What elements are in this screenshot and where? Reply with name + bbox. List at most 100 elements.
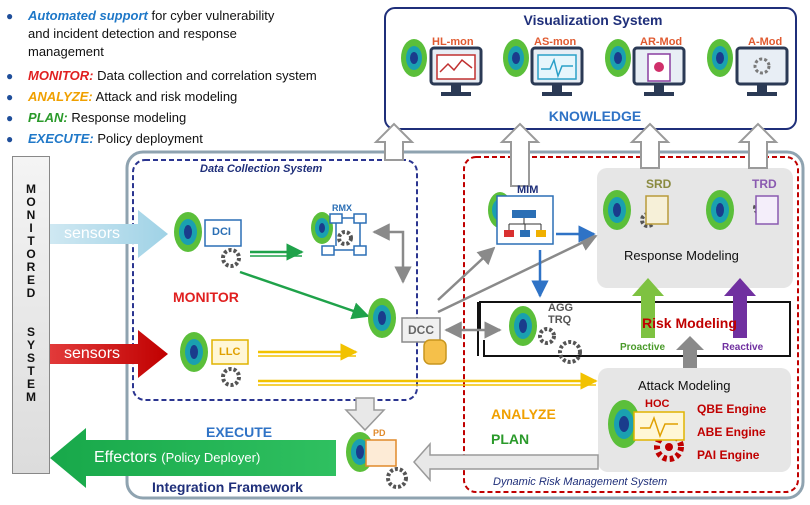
bullet-dot-icon: ●: [6, 132, 14, 146]
attack-to-risk-arrow: [676, 336, 704, 368]
monsys-letter: N: [26, 208, 36, 222]
database-icon: [423, 339, 447, 365]
monitor-hl-mon: [429, 46, 483, 96]
attack-modeling-label: Attack Modeling: [638, 378, 731, 393]
effectors-sub: (Policy Deployer): [161, 450, 261, 465]
proactive-label: Proactive: [620, 342, 666, 353]
bullet-keyword: ANALYZE:: [28, 89, 93, 104]
monsys-letter: M: [26, 182, 36, 196]
attack-modeling-panel: [598, 368, 791, 472]
data-collection-box: [132, 159, 418, 401]
dcc-node-box: [401, 317, 441, 343]
pai-engine-label: PAI Engine: [697, 448, 760, 462]
monsys-letter: O: [26, 195, 36, 209]
visualization-title: Visualization System: [523, 12, 663, 28]
data-collection-title: Data Collection System: [200, 163, 323, 175]
bullet-dot-icon: ●: [6, 111, 14, 125]
monitor-label: MONITOR: [173, 289, 239, 305]
rmx-label: RMX: [332, 203, 352, 213]
monitor-label-ar-mod: AR-Mod: [640, 36, 683, 48]
knowledge-up-arrows: [373, 122, 779, 187]
pd-label: PD: [373, 428, 386, 438]
bullet-text: for cyber vulnerability: [147, 8, 275, 23]
monsys-letter: E: [26, 273, 35, 287]
monitor-a-mod: [735, 46, 789, 96]
sensors-arrow-top: [50, 210, 168, 258]
monsys-letter: D: [26, 286, 36, 300]
effectors-label: Effectors (Policy Deployer): [94, 447, 260, 469]
qbe-engine-label: QBE Engine: [697, 402, 767, 416]
monsys-letter: T: [27, 364, 35, 378]
monsys-letter: I: [29, 221, 33, 235]
hoc-label: HOC: [645, 398, 670, 410]
plan-label: PLAN: [491, 431, 530, 447]
integration-framework-label: Integration Framework: [152, 479, 303, 495]
bullet-text: and incident detection and response: [28, 26, 237, 41]
effectors-main: Effectors: [94, 449, 157, 466]
bullet-dot-icon: ●: [6, 9, 14, 23]
bullet-keyword: EXECUTE:: [28, 131, 94, 146]
monitor-label-as-mon: AS-mon: [534, 36, 577, 48]
bullet-keyword: Automated support: [28, 8, 148, 23]
dcc-to-pd-arrow: [344, 397, 386, 432]
abe-engine-label: ABE Engine: [697, 425, 766, 439]
response-modeling-label: Response Modeling: [624, 248, 739, 263]
monsys-letter: S: [26, 351, 35, 365]
sensors-arrow-bottom: [50, 330, 168, 378]
risk-modeling-label: Risk Modeling: [642, 315, 737, 331]
monsys-letter: R: [26, 260, 36, 274]
bullet-text: Policy deployment: [93, 131, 203, 146]
knowledge-label: KNOWLEDGE: [548, 108, 642, 124]
bullet-text: management: [28, 44, 104, 59]
monitored-system-box: M O N I T O R E D S Y S T E M: [12, 156, 50, 474]
effectors-arrow: [50, 428, 336, 488]
bullet-text: Data collection and correlation system: [93, 68, 317, 83]
hoc-node-box: [633, 411, 685, 441]
risk-modeling-bracket: [479, 301, 791, 357]
bullet-keyword: MONITOR:: [28, 68, 94, 83]
execute-label: EXECUTE: [206, 424, 273, 440]
sensors-label-top: sensors: [64, 225, 121, 242]
drms-title: Dynamic Risk Management System: [493, 476, 668, 488]
bullet-text: Response modeling: [67, 110, 187, 125]
reactive-arrow: [724, 278, 756, 338]
hoc-to-pd-arrow: [412, 442, 599, 482]
agg-label: AGG: [548, 302, 574, 314]
monsys-letter: E: [26, 377, 35, 391]
monitor-as-mon: [530, 46, 584, 96]
reactive-label: Reactive: [722, 342, 764, 353]
srd-label: SRD: [646, 177, 672, 191]
mim-label: MIM: [517, 184, 539, 196]
drms-box: [463, 156, 799, 493]
monitor-label-a-mod: A-Mod: [748, 36, 783, 48]
dci-node-box: [204, 219, 242, 247]
dci-label: DCI: [212, 226, 231, 238]
analyze-label: ANALYZE: [491, 406, 556, 422]
monitor-ar-mod: [632, 46, 686, 96]
monsys-letter: T: [27, 234, 35, 248]
bullet-text: Attack and risk modeling: [92, 89, 238, 104]
dcc-label: DCC: [408, 323, 434, 337]
pd-node-box: [365, 439, 397, 467]
monitor-label-hl-mon: HL-mon: [432, 36, 474, 48]
visualization-box: [384, 7, 797, 130]
sensors-label-bottom: sensors: [64, 345, 121, 362]
bullet-dot-icon: ●: [6, 90, 14, 104]
trd-document-icon: [755, 195, 779, 225]
bullet-keyword: PLAN:: [28, 110, 68, 125]
trq-label: TRQ: [548, 314, 572, 326]
monsys-letter: O: [26, 247, 36, 261]
llc-label: LLC: [219, 346, 241, 358]
trd-label: TRD: [752, 177, 777, 191]
monsys-letter: Y: [26, 338, 35, 352]
peacock-feather-icons: [174, 39, 734, 472]
monsys-letter: M: [26, 390, 36, 404]
bullet-dot-icon: ●: [6, 69, 14, 83]
rmx-network-icon: [321, 213, 367, 256]
proactive-arrow: [632, 278, 664, 338]
monsys-letter: S: [26, 325, 35, 339]
integration-framework-box: [125, 150, 805, 500]
srd-document-icon: [645, 195, 669, 225]
llc-node-box: [211, 339, 249, 365]
